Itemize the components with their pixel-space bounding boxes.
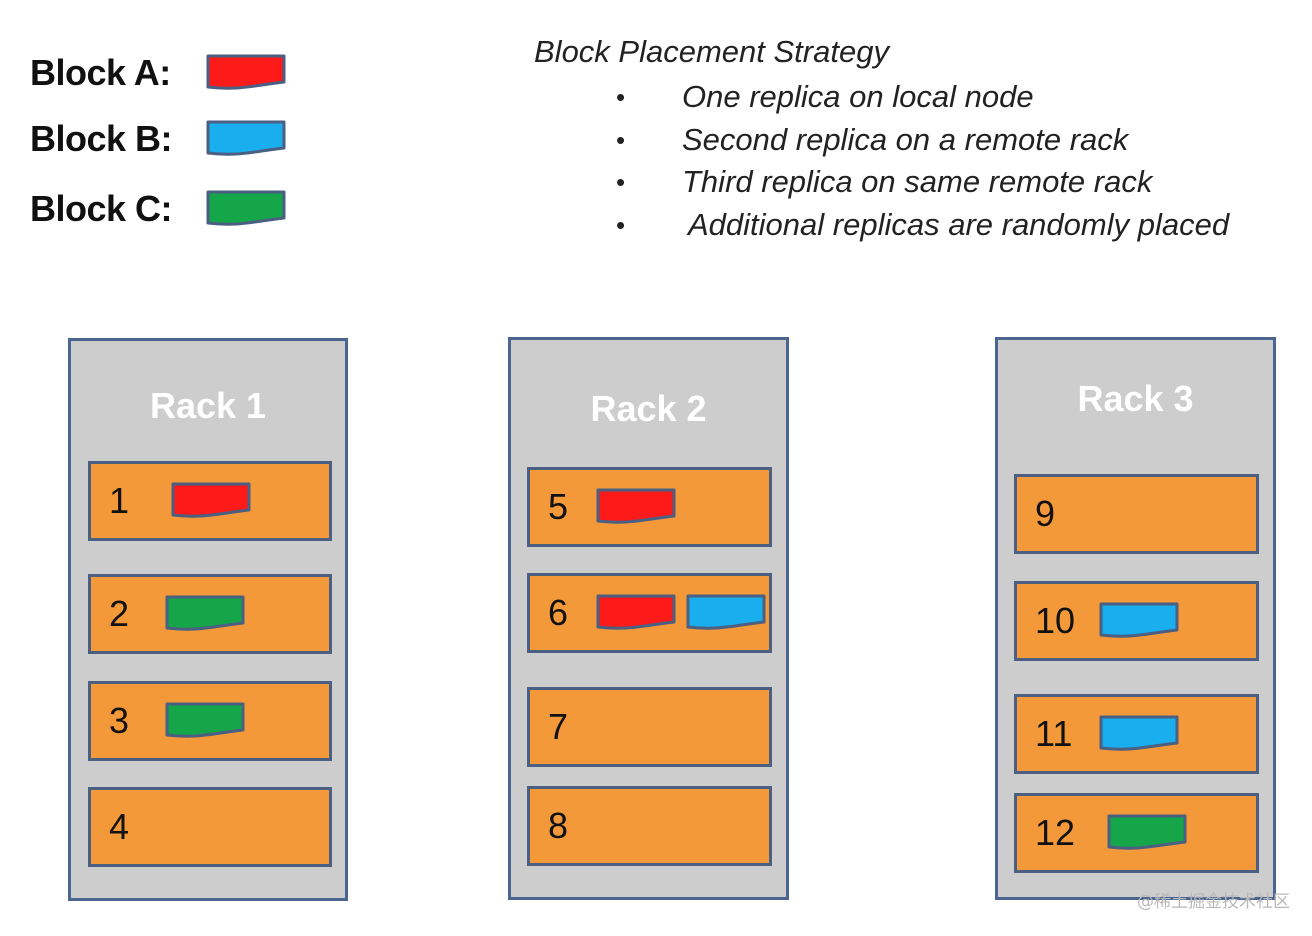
block-a [171, 482, 251, 520]
watermark: @稀土掘金技术社区 [1137, 892, 1290, 912]
strategy-item-text: Second replica on a remote rack [682, 121, 1129, 157]
rack-1: Rack 1 1 2 3 4 [68, 338, 348, 901]
bullet-icon: • [616, 82, 626, 113]
strategy-item: • Second replica on a remote rack [616, 119, 1229, 162]
block-c [165, 595, 245, 633]
bullet-icon: • [616, 209, 626, 240]
legend-label: Block C: [30, 188, 173, 229]
block-a [596, 594, 676, 632]
node-9: 9 [1014, 474, 1259, 554]
node-11: 11 [1014, 694, 1259, 774]
strategy-item-text: Third replica on same remote rack [682, 164, 1153, 200]
node-number: 12 [1035, 812, 1076, 853]
block-a-swatch [206, 54, 286, 92]
node-5: 5 [527, 467, 772, 547]
block-c [165, 702, 245, 740]
legend-block-c: Block C: [30, 184, 286, 234]
bullet-icon: • [616, 124, 626, 155]
legend-block-a: Block A: [30, 48, 286, 98]
node-4: 4 [88, 787, 332, 867]
node-number: 1 [109, 480, 130, 521]
node-6: 6 [527, 573, 772, 653]
block-b-swatch [206, 120, 286, 158]
block-c [1107, 814, 1187, 852]
block-c-swatch [206, 190, 286, 228]
strategy-item: • Additional replicas are randomly place… [616, 204, 1229, 247]
node-12: 12 [1014, 793, 1259, 873]
node-number: 3 [109, 700, 130, 741]
node-2: 2 [88, 574, 332, 654]
strategy-item-text: One replica on local node [682, 79, 1034, 115]
node-number: 7 [548, 706, 569, 747]
rack-3: Rack 3 9 10 11 12 [995, 337, 1276, 900]
strategy-title: Block Placement Strategy [534, 34, 889, 69]
node-8: 8 [527, 786, 772, 866]
node-number: 8 [548, 805, 569, 846]
strategy-item-text: Additional replicas are randomly placed [688, 206, 1230, 242]
rack-title: Rack 1 [149, 385, 267, 426]
node-number: 2 [109, 593, 130, 634]
node-3: 3 [88, 681, 332, 761]
node-1: 1 [88, 461, 332, 541]
legend-block-b: Block B: [30, 114, 286, 164]
block-a [596, 488, 676, 526]
node-7: 7 [527, 687, 772, 767]
rack-2: Rack 2 5 6 7 8 [508, 337, 789, 900]
block-b [1099, 715, 1179, 753]
strategy-item: • Third replica on same remote rack [616, 161, 1229, 204]
node-number: 6 [548, 592, 569, 633]
node-number: 10 [1035, 600, 1076, 641]
legend-label: Block B: [30, 118, 173, 159]
node-number: 9 [1035, 493, 1056, 534]
node-10: 10 [1014, 581, 1259, 661]
rack-title: Rack 3 [1077, 378, 1194, 419]
node-number: 4 [109, 806, 130, 847]
rack-title: Rack 2 [590, 388, 707, 429]
bullet-icon: • [616, 167, 626, 198]
block-b [1099, 602, 1179, 640]
block-b [686, 594, 766, 632]
legend-label: Block A: [30, 52, 171, 93]
strategy-item: • One replica on local node [616, 76, 1229, 119]
node-number: 11 [1035, 713, 1073, 754]
node-number: 5 [548, 486, 569, 527]
strategy-list: • One replica on local node • Second rep… [616, 76, 1229, 246]
